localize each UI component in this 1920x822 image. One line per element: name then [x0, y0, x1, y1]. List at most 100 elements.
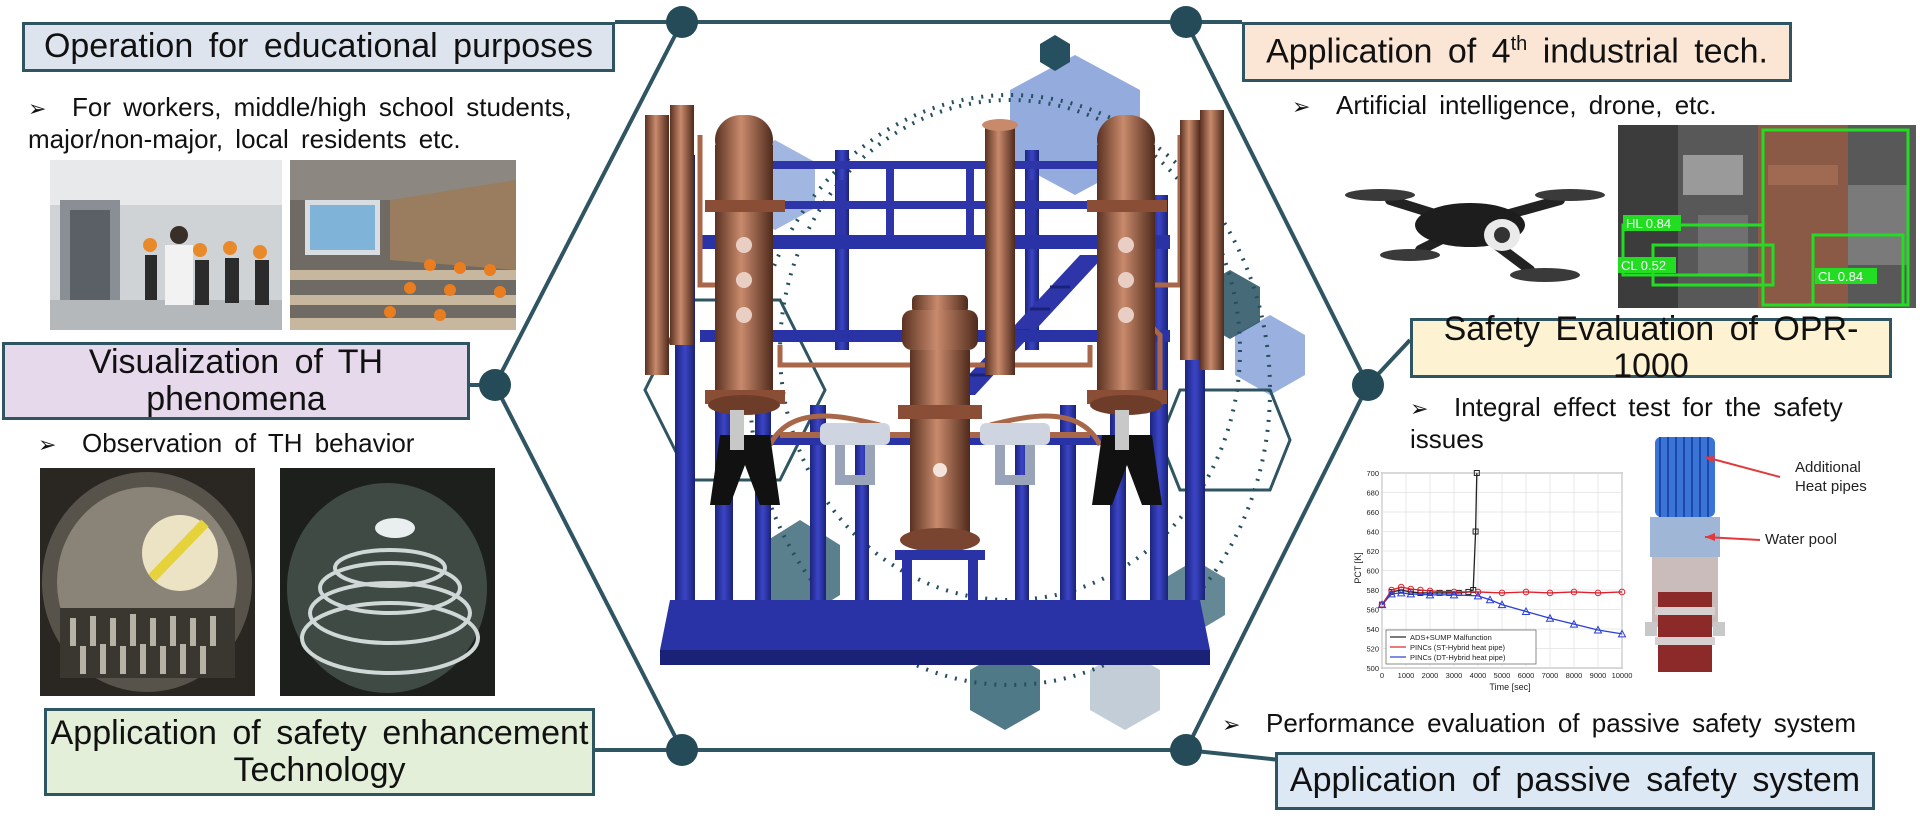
safety-evaluation-title: Safety Evaluation of OPR-1000 [1443, 309, 1859, 385]
ai-detection-photo: HL 0.84 CL 0.52 CL 0.84 [1618, 125, 1916, 308]
chart-point [1545, 613, 1555, 622]
fourth-industrial-bullet-text: Artificial intelligence, drone, etc. [1336, 90, 1717, 120]
lecture-hall-photo [290, 160, 516, 330]
fourth-industrial-title: Application of 4th industrial tech. [1266, 33, 1768, 71]
chart-x-tick-label: 9000 [1590, 671, 1607, 680]
chart-y-tick-label: 600 [1366, 567, 1379, 576]
detection-label-cl-1: CL 0.52 [1621, 258, 1666, 273]
visualization-title: Visualization of TH phenomena [88, 342, 384, 418]
chart-x-tick-label: 5000 [1494, 671, 1511, 680]
observation-photo-rod-bundle [40, 468, 255, 696]
chart-legend-box [1385, 629, 1537, 665]
passive-safety-bullet-text: Performance evaluation of passive safety… [1266, 708, 1857, 738]
education-title-box: Operation for educational purposes [22, 22, 615, 72]
chart-y-tick-label: 540 [1366, 625, 1379, 634]
education-title: Operation for educational purposes [43, 27, 594, 66]
chart-point [1570, 588, 1578, 596]
chart-x-tick-label: 7000 [1542, 671, 1559, 680]
chart-x-tick-label: 10000 [1612, 671, 1633, 680]
arrow-bullet-icon: ➢ [1410, 396, 1429, 421]
education-bullet-text: For workers, middle/high school students… [28, 92, 572, 154]
fourth-industrial-bullet: ➢ Artificial intelligence, drone, etc. [1292, 90, 1752, 122]
fourth-industrial-title-box: Application of 4th industrial tech. [1242, 22, 1792, 82]
chart-point [1472, 528, 1479, 535]
chart-x-tick-label: 8000 [1566, 671, 1583, 680]
arrow-bullet-icon: ➢ [38, 432, 57, 457]
education-bullet: ➢For workers, middle/high school student… [28, 92, 588, 155]
chart-ylabel: PCT [K] [1353, 552, 1363, 583]
chart-point [1546, 589, 1554, 597]
observation-photo-flow [280, 468, 495, 696]
chart-y-tick-label: 500 [1366, 664, 1379, 673]
fourth-industrial-title-end: industrial tech. [1527, 32, 1768, 71]
safety-enhancement-title: Application of safety enhancement Techno… [50, 713, 589, 789]
arrow-bullet-icon: ➢ [1222, 712, 1241, 737]
passive-safety-title: Application of passive safety system [1289, 761, 1861, 800]
chart-point [1485, 595, 1495, 604]
chart-x-tick-label: 3000 [1446, 671, 1463, 680]
chart-point [1498, 589, 1506, 597]
chart-y-tick-label: 660 [1366, 508, 1379, 517]
chart-series-line [1381, 586, 1623, 605]
dotted-arcs [748, 93, 1272, 687]
chart-point [1388, 586, 1395, 594]
chart-x-tick-label: 4000 [1470, 671, 1487, 680]
chart-point [1522, 588, 1530, 596]
chart-point [1425, 590, 1435, 599]
safety-evaluation-title-box: Safety Evaluation of OPR-1000 [1410, 310, 1892, 385]
chart-point [1474, 588, 1482, 596]
chart-x-tick-label: 2000 [1422, 671, 1439, 680]
fourth-industrial-title-main: Application of 4 [1266, 32, 1511, 71]
chart-point [1617, 629, 1627, 638]
drone-photo [1330, 130, 1610, 305]
chart-y-tick-label: 640 [1366, 528, 1379, 537]
visualization-title-box: Visualization of TH phenomena [2, 342, 470, 420]
chart-point [1387, 589, 1396, 598]
chart-point [1426, 587, 1434, 595]
annotation-water-pool: Water pool [1765, 531, 1837, 548]
chart-x-tick-label: 6000 [1518, 671, 1535, 680]
chart-point [1449, 590, 1459, 599]
chart-point [1594, 589, 1602, 597]
chart-point [1497, 600, 1507, 609]
safety-evaluation-bullet: ➢Integral effect test for the safety iss… [1410, 392, 1850, 455]
chart-xlabel: Time [sec] [1489, 682, 1530, 692]
chart-point [1396, 588, 1406, 597]
chart-y-tick-label: 620 [1366, 547, 1379, 556]
arrow-bullet-icon: ➢ [1292, 94, 1311, 119]
chart-y-tick-label: 560 [1366, 606, 1379, 615]
passive-safety-title-box: Application of passive safety system [1275, 752, 1875, 810]
visualization-bullet: ➢ Observation of TH behavior [38, 428, 458, 460]
chart-point [1473, 470, 1480, 476]
visualization-bullet-text: Observation of TH behavior [82, 428, 415, 458]
detection-label-hl: HL 0.84 [1626, 216, 1671, 231]
detection-label-cl-2: CL 0.84 [1818, 269, 1863, 284]
safety-evaluation-bullet-text: Integral effect test for the safety issu… [1410, 392, 1843, 454]
chart-legend-label: PINCs (DT-Hybrid heat pipe) [1410, 653, 1506, 662]
safety-enhancement-title-box: Application of safety enhancement Techno… [44, 708, 595, 796]
chart-point [1618, 588, 1626, 596]
arrow-bullet-icon: ➢ [28, 96, 47, 121]
chart-point [1377, 600, 1387, 609]
chart-y-tick-label: 700 [1366, 469, 1379, 478]
chart-legend-label: ADS+SUMP Malfunction [1410, 633, 1492, 642]
chart-y-tick-label: 580 [1366, 586, 1379, 595]
chart-point [1407, 585, 1415, 593]
chart-point [1593, 625, 1603, 634]
chart-point [1417, 586, 1424, 594]
training-photo [50, 160, 282, 330]
frame-nodes [479, 6, 1384, 766]
chart-x-tick-label: 1000 [1398, 671, 1415, 680]
chart-y-tick-label: 520 [1366, 645, 1379, 654]
chart-legend-label: PINCs (ST-Hybrid heat pipe) [1410, 643, 1506, 652]
passive-safety-bullet: ➢ Performance evaluation of passive safet… [1222, 708, 1882, 740]
chart-point [1569, 619, 1579, 628]
chart-y-tick-label: 680 [1366, 489, 1379, 498]
chart-series [1377, 470, 1627, 638]
chart-point [1521, 606, 1531, 615]
